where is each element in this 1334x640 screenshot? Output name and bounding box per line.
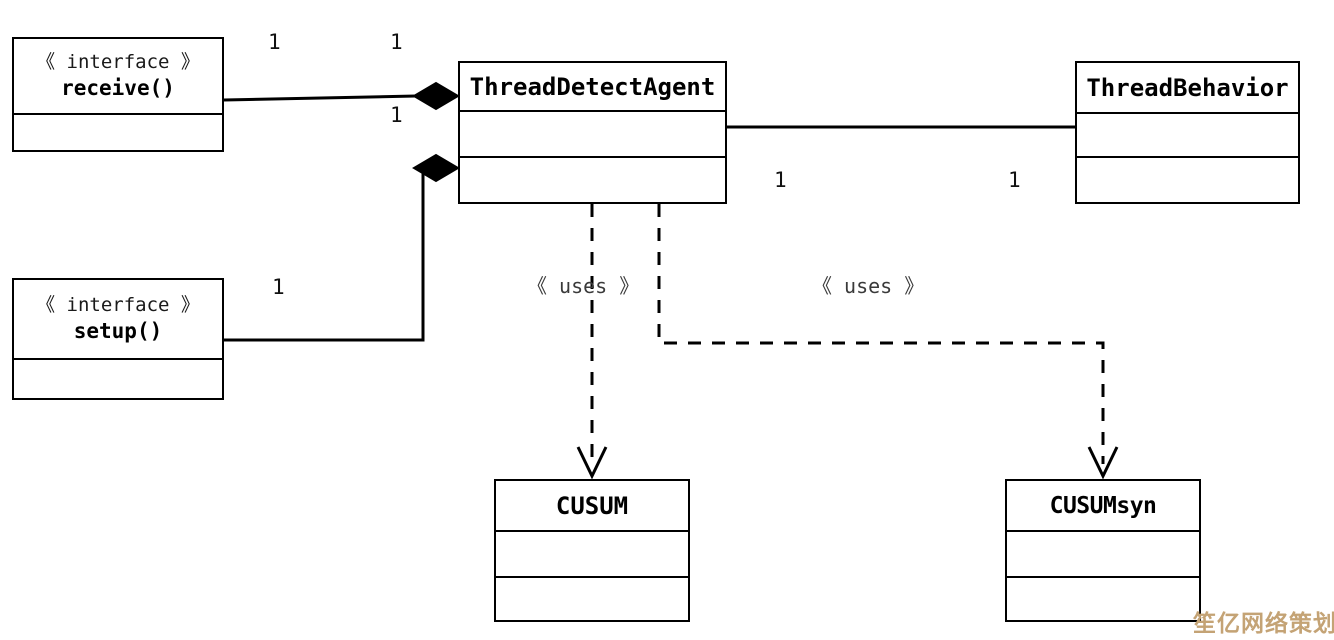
cusum-name: CUSUM — [555, 491, 629, 520]
thread-behavior-operations — [1077, 156, 1298, 200]
class-box-thread-detect-agent[interactable]: ThreadDetectAgent — [458, 61, 727, 204]
edge-setup-to-agent — [224, 166, 425, 342]
edge-receive-to-agent — [223, 94, 417, 102]
class-box-receive-interface[interactable]: 《 interface 》 receive() — [12, 37, 224, 152]
multiplicity-agent-to-behavior-target: 1 — [1008, 168, 1021, 192]
composition-diamond-top — [412, 81, 460, 111]
class-box-cusum[interactable]: CUSUM — [494, 479, 690, 622]
cusum-syn-attributes — [1007, 530, 1199, 576]
multiplicity-agent-from-receive-top: 1 — [390, 30, 403, 54]
arrowhead-cusumsyn — [1087, 446, 1119, 480]
thread-detect-agent-header: ThreadDetectAgent — [460, 63, 725, 110]
receive-interface-stereotype: 《 interface 》 — [36, 51, 200, 73]
uses-label-cusumsyn: 《 uses 》 — [812, 274, 925, 298]
cusum-syn-name: CUSUMsyn — [1049, 492, 1157, 519]
composition-diamond-bottom — [412, 153, 460, 183]
receive-interface-members — [14, 113, 222, 150]
multiplicity-agent-to-behavior-source: 1 — [774, 168, 787, 192]
thread-behavior-attributes — [1077, 112, 1298, 156]
cusum-header: CUSUM — [496, 481, 688, 530]
multiplicity-agent-from-receive-bottom: 1 — [390, 103, 403, 127]
thread-detect-agent-attributes — [460, 110, 725, 156]
uses-label-cusum: 《 uses 》 — [527, 274, 640, 298]
class-box-cusum-syn[interactable]: CUSUMsyn — [1005, 479, 1201, 622]
setup-interface-name: setup() — [73, 318, 163, 343]
thread-behavior-name: ThreadBehavior — [1086, 73, 1289, 102]
cusum-syn-operations — [1007, 576, 1199, 620]
class-box-setup-interface[interactable]: 《 interface 》 setup() — [12, 278, 224, 400]
edge-agent-to-cusumsyn — [657, 204, 1105, 464]
setup-interface-stereotype: 《 interface 》 — [36, 294, 200, 316]
arrowhead-cusum — [576, 446, 608, 480]
cusum-attributes — [496, 530, 688, 576]
receive-interface-header: 《 interface 》 receive() — [14, 39, 222, 113]
multiplicity-receive-source: 1 — [268, 30, 281, 54]
setup-interface-header: 《 interface 》 setup() — [14, 280, 222, 358]
watermark-text: 笙亿网络策划 — [1193, 611, 1334, 637]
thread-detect-agent-name: ThreadDetectAgent — [469, 72, 716, 101]
multiplicity-setup-source: 1 — [272, 275, 285, 299]
setup-interface-members — [14, 358, 222, 398]
thread-detect-agent-operations — [460, 156, 725, 202]
class-box-thread-behavior[interactable]: ThreadBehavior — [1075, 61, 1300, 204]
receive-interface-name: receive() — [61, 75, 175, 100]
thread-behavior-header: ThreadBehavior — [1077, 63, 1298, 112]
cusum-operations — [496, 576, 688, 620]
cusum-syn-header: CUSUMsyn — [1007, 481, 1199, 530]
